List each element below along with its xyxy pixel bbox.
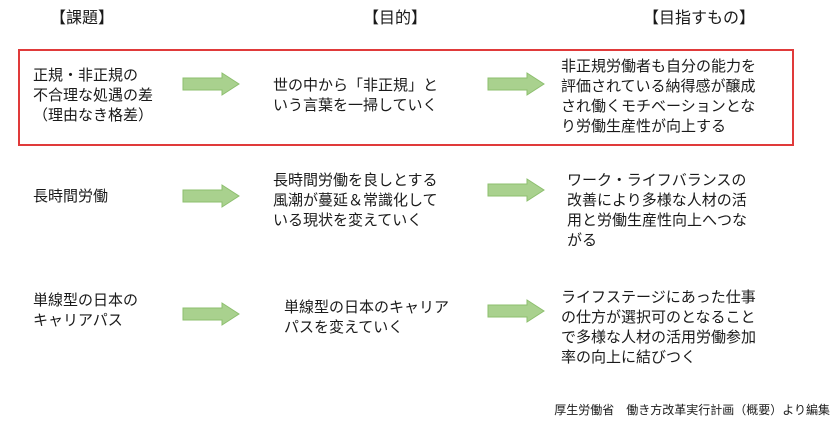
header-purpose: 【目的】 xyxy=(363,8,428,27)
highlight-box xyxy=(18,49,794,146)
row-3-goal-line: で多様な人材の活用労働参加 xyxy=(561,328,757,346)
row-3-issue: 単線型の日本の キャリアパス xyxy=(33,290,138,330)
row-2-goal-line: ワーク・ライフバランスの xyxy=(567,171,747,189)
row-1-goal-line: り労働生産性が向上する xyxy=(561,117,727,135)
row-1-goal: 非正規労働者も自分の能力を 評価されている納得感が醸成 され働くモチベーションと… xyxy=(561,56,756,136)
header-issue: 【課題】 xyxy=(50,8,115,27)
row-1-goal-line: 評価されている納得感が醸成 xyxy=(561,77,756,95)
row-1-issue-line: 不合理な処遇の差 xyxy=(33,86,154,104)
row-3-goal-line: の仕方が選択可のとなること xyxy=(561,308,756,326)
arrow-right-icon xyxy=(487,299,545,323)
row-2-purpose: 長時間労働を良しとする 風潮が蔓延＆常識化して いる現状を変えていく xyxy=(273,170,438,230)
header-goal: 【目指すもの】 xyxy=(643,8,756,27)
arrow-right-icon xyxy=(182,302,240,326)
row-2-purpose-line: 風潮が蔓延＆常識化して xyxy=(273,191,438,209)
row-2-purpose-line: いる現状を変えていく xyxy=(273,211,423,229)
row-2-issue: 長時間労働 xyxy=(33,186,108,206)
row-1-issue: 正規・非正規の 不合理な処遇の差 （理由なき格差） xyxy=(33,65,153,125)
row-2-goal-line: 改善により多様な人材の活 xyxy=(567,191,747,209)
arrow-right-icon xyxy=(182,72,240,96)
row-3-purpose-line: パスを変えていく xyxy=(284,318,404,336)
row-1-issue-line: 正規・非正規の xyxy=(33,66,139,84)
row-2-goal-line: 用と労働生産性向上へつな xyxy=(567,211,748,229)
source-note: 厚生労働省 働き方改革実行計画（概要）より編集 xyxy=(554,403,830,417)
arrow-right-icon xyxy=(487,178,545,202)
row-3-goal: ライフステージにあった仕事 の仕方が選択可のとなること で多様な人材の活用労働参… xyxy=(561,287,756,367)
row-2-goal: ワーク・ライフバランスの 改善により多様な人材の活 用と労働生産性向上へつな が… xyxy=(567,170,747,250)
row-2-goal-line: がる xyxy=(567,231,598,249)
row-1-purpose: 世の中から「非正規」と いう言葉を一掃していく xyxy=(273,75,438,115)
row-3-purpose: 単線型の日本のキャリア パスを変えていく xyxy=(284,297,449,337)
row-1-goal-line: され働くモチベーションとな xyxy=(561,97,756,115)
arrow-right-icon xyxy=(487,72,545,96)
row-3-issue-line: 単線型の日本の xyxy=(33,291,139,309)
row-3-purpose-line: 単線型の日本のキャリア xyxy=(284,298,450,316)
row-2-purpose-line: 長時間労働を良しとする xyxy=(273,171,438,189)
row-3-goal-line: 率の向上に結びつく xyxy=(561,348,697,366)
arrow-right-icon xyxy=(182,184,240,208)
row-1-goal-line: 非正規労働者も自分の能力を xyxy=(561,57,757,75)
row-3-issue-line: キャリアパス xyxy=(33,311,123,329)
row-2-issue-line: 長時間労働 xyxy=(33,187,109,205)
row-3-goal-line: ライフステージにあった仕事 xyxy=(561,288,756,306)
row-1-issue-line: （理由なき格差） xyxy=(33,106,154,124)
row-1-purpose-line: 世の中から「非正規」と xyxy=(273,76,439,94)
row-1-purpose-line: いう言葉を一掃していく xyxy=(273,96,438,114)
